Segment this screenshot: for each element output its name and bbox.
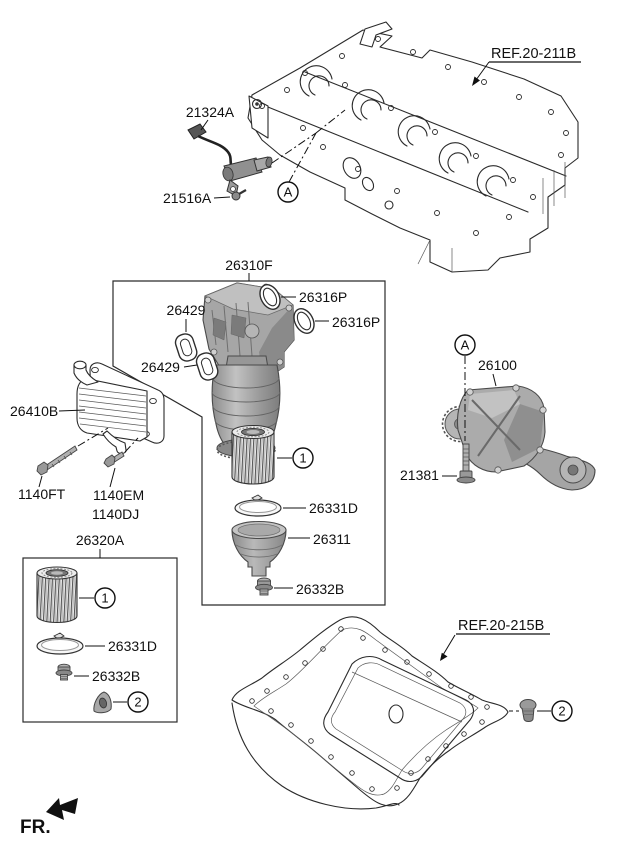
cooler-bolt-centerlines bbox=[77, 427, 139, 453]
front-direction-arrow-icon bbox=[46, 798, 78, 820]
part-label-26331d-kit[interactable]: 26331D bbox=[108, 638, 157, 654]
bolt-1140ft-drawing bbox=[36, 445, 78, 476]
part-label-26316p-2[interactable]: 26316P bbox=[332, 314, 380, 330]
leader-21324a bbox=[200, 119, 209, 131]
callout-a-sensor[interactable]: A bbox=[277, 181, 299, 203]
filter-element-kit-drawing bbox=[36, 566, 78, 624]
plug-26332b-main-drawing bbox=[255, 577, 273, 596]
filter-element-main-drawing bbox=[231, 424, 275, 485]
front-direction-label: FR. bbox=[20, 817, 51, 838]
bolt-21516a-drawing bbox=[231, 189, 247, 201]
leader-26410b bbox=[58, 409, 86, 412]
ref-oil-pan-link: REF.20-215B bbox=[440, 618, 550, 661]
leader-26100 bbox=[492, 373, 497, 387]
ref-engine-block-label[interactable]: REF.20-211B bbox=[491, 46, 576, 62]
svg-text:A: A bbox=[284, 185, 293, 200]
front-direction-mark: FR. bbox=[20, 798, 78, 838]
ref-arrowhead-2 bbox=[440, 652, 448, 661]
ref-engine-block-link: REF.20-211B bbox=[472, 46, 581, 86]
part-label-26332b-main[interactable]: 26332B bbox=[296, 581, 344, 597]
gasket-26429-2-drawing bbox=[195, 352, 219, 381]
kit-box-26310f bbox=[112, 280, 386, 606]
svg-text:2: 2 bbox=[134, 695, 141, 710]
part-label-26310f[interactable]: 26310F bbox=[225, 257, 272, 273]
part-label-1140dj[interactable]: 1140DJ bbox=[92, 506, 139, 522]
part-label-26429-1[interactable]: 26429 bbox=[167, 302, 206, 318]
ref-arrowhead bbox=[472, 76, 480, 86]
oring-26316p-1-drawing bbox=[259, 284, 281, 310]
part-label-26316p-1[interactable]: 26316P bbox=[299, 289, 347, 305]
grommet-pan-drawing bbox=[519, 699, 537, 722]
callout-2-kit[interactable]: 2 bbox=[127, 691, 149, 713]
bolt-21381-drawing bbox=[456, 443, 476, 484]
svg-text:1: 1 bbox=[101, 591, 108, 606]
leader-26429-2 bbox=[183, 364, 198, 368]
ref-arrow-line bbox=[475, 61, 490, 81]
callout-1-main[interactable]: 1 bbox=[292, 447, 314, 469]
part-label-26100[interactable]: 26100 bbox=[478, 357, 517, 373]
engine-block-drawing bbox=[247, 21, 579, 273]
oring-26331d-kit-drawing bbox=[36, 632, 84, 655]
callout-1-kit[interactable]: 1 bbox=[94, 587, 116, 609]
oil-pump-26100-drawing bbox=[441, 384, 596, 491]
oil-pan-drawing bbox=[231, 616, 509, 810]
leader-1140em bbox=[109, 467, 116, 488]
leader-21516a bbox=[213, 196, 231, 199]
oring-26316p-2-drawing bbox=[293, 308, 315, 334]
sensor-21324a-drawing bbox=[187, 123, 273, 197]
bolt-1140em-drawing bbox=[103, 451, 125, 468]
gasket-26429-1-drawing bbox=[174, 333, 198, 362]
ref-arrow-line-2 bbox=[442, 634, 456, 656]
part-label-26331d-main[interactable]: 26331D bbox=[309, 500, 358, 516]
callout-2-pan[interactable]: 2 bbox=[551, 700, 573, 722]
grommet-kit-drawing bbox=[93, 691, 112, 714]
filter-cap-26311-drawing bbox=[231, 520, 287, 577]
oil-cooler-26410b-drawing bbox=[73, 360, 165, 455]
ref-oil-pan-label[interactable]: REF.20-215B bbox=[458, 618, 544, 634]
svg-text:A: A bbox=[461, 338, 470, 353]
part-label-26320a[interactable]: 26320A bbox=[76, 532, 125, 548]
leader-1140ft bbox=[38, 475, 43, 488]
part-label-21324a[interactable]: 21324A bbox=[186, 104, 235, 120]
part-label-21381[interactable]: 21381 bbox=[400, 467, 439, 483]
part-label-21516a[interactable]: 21516A bbox=[163, 190, 212, 206]
mounting-centerline-a bbox=[271, 109, 346, 183]
part-label-26332b-kit[interactable]: 26332B bbox=[92, 668, 140, 684]
svg-text:1: 1 bbox=[299, 451, 306, 466]
plug-26332b-kit-drawing bbox=[55, 663, 73, 681]
oring-26331d-main-drawing bbox=[234, 494, 282, 517]
part-label-1140ft[interactable]: 1140FT bbox=[18, 486, 66, 502]
part-label-1140em[interactable]: 1140EM bbox=[93, 487, 144, 503]
part-label-26410b[interactable]: 26410B bbox=[10, 403, 58, 419]
svg-text:2: 2 bbox=[558, 704, 565, 719]
callout-a-pump[interactable]: A bbox=[454, 334, 476, 356]
part-label-26311[interactable]: 26311 bbox=[313, 531, 351, 547]
part-label-26429-2[interactable]: 26429 bbox=[141, 359, 180, 375]
